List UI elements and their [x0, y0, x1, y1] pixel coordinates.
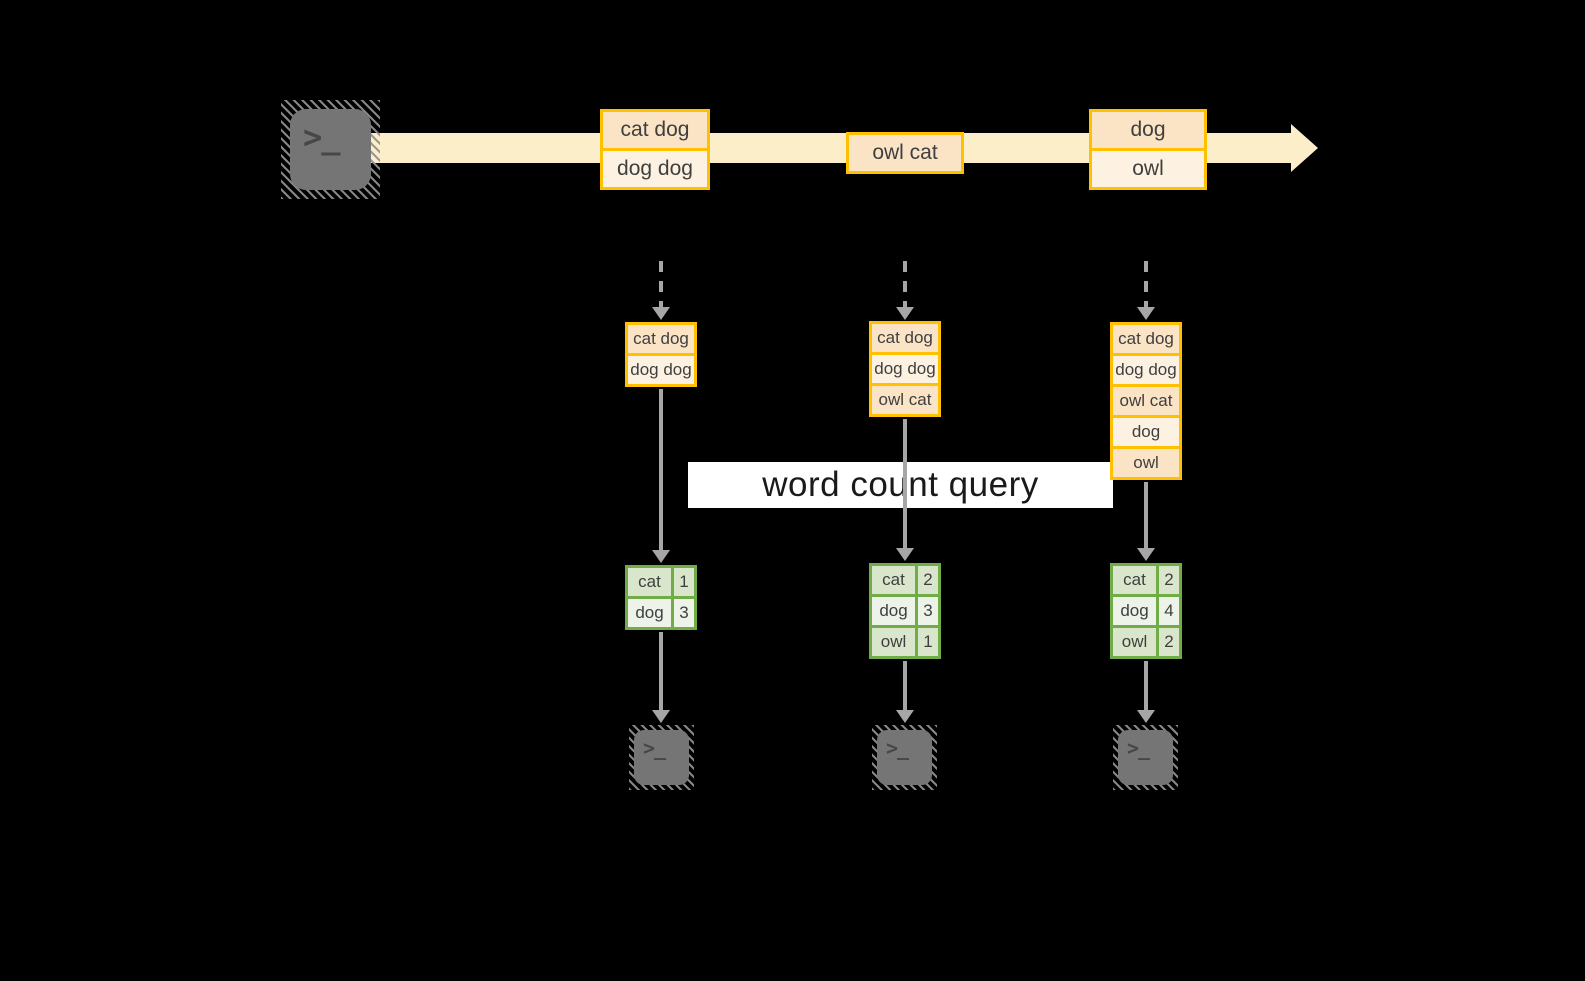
state-to-result-arrow-3 — [1137, 482, 1155, 561]
word-cell: cat — [628, 568, 671, 596]
input-stream-arrowhead-icon — [1291, 124, 1318, 172]
count-cell: 1 — [674, 568, 694, 596]
terminal-prompt-glyph: >_ — [643, 736, 666, 760]
batch-row: owl cat — [849, 135, 961, 171]
word-cell: dog — [872, 597, 915, 625]
batch-row: dog — [1092, 112, 1204, 148]
state-row: cat dog — [1113, 325, 1179, 353]
count-cell: 4 — [1159, 597, 1179, 625]
state-to-result-arrow-2 — [896, 419, 914, 561]
batch-to-state-arrow-1 — [652, 261, 670, 320]
result-to-sink-arrow-1 — [652, 632, 670, 723]
word-cell: owl — [872, 628, 915, 656]
query-banner: word count query — [688, 462, 1113, 508]
count-cell: 3 — [918, 597, 938, 625]
terminal-prompt-glyph: >_ — [886, 736, 909, 760]
batch-row: owl — [1092, 151, 1204, 187]
batch-to-state-arrow-2 — [896, 261, 914, 320]
stream-batch-2: owl cat — [846, 132, 964, 174]
terminal-window: >_ — [634, 730, 689, 785]
terminal-window: >_ — [877, 730, 932, 785]
sink-terminal-icon-3: >_ — [1113, 725, 1178, 790]
count-cell: 1 — [918, 628, 938, 656]
sink-terminal-icon-2: >_ — [872, 725, 937, 790]
word-cell: cat — [1113, 566, 1156, 594]
state-row: dog — [1113, 418, 1179, 446]
accumulated-input-3: cat dog dog dog owl cat dog owl — [1110, 322, 1182, 480]
count-cell: 2 — [1159, 628, 1179, 656]
accumulated-input-1: cat dog dog dog — [625, 322, 697, 387]
count-cell: 2 — [1159, 566, 1179, 594]
query-label: word count query — [762, 465, 1039, 504]
batch-to-state-arrow-3 — [1137, 261, 1155, 320]
terminal-prompt-glyph: >_ — [1127, 736, 1150, 760]
terminal-prompt-glyph: >_ — [303, 118, 341, 156]
terminal-window: >_ — [1118, 730, 1173, 785]
result-to-sink-arrow-2 — [896, 661, 914, 723]
source-terminal-icon: >_ — [281, 100, 380, 199]
state-row: owl — [1113, 449, 1179, 477]
batch-row: cat dog — [603, 112, 707, 148]
word-cell: dog — [628, 599, 671, 627]
result-to-sink-arrow-3 — [1137, 661, 1155, 723]
state-row: owl cat — [872, 386, 938, 414]
state-to-result-arrow-1 — [652, 389, 670, 563]
count-cell: 2 — [918, 566, 938, 594]
sink-terminal-icon-1: >_ — [629, 725, 694, 790]
count-cell: 3 — [674, 599, 694, 627]
terminal-window: >_ — [290, 109, 371, 190]
word-cell: dog — [1113, 597, 1156, 625]
state-row: cat dog — [872, 324, 938, 352]
batch-row: dog dog — [603, 151, 707, 187]
word-cell: owl — [1113, 628, 1156, 656]
state-row: dog dog — [628, 356, 694, 384]
state-row: dog dog — [1113, 356, 1179, 384]
accumulated-input-2: cat dog dog dog owl cat — [869, 321, 941, 417]
state-row: cat dog — [628, 325, 694, 353]
word-cell: cat — [872, 566, 915, 594]
state-row: dog dog — [872, 355, 938, 383]
state-row: owl cat — [1113, 387, 1179, 415]
